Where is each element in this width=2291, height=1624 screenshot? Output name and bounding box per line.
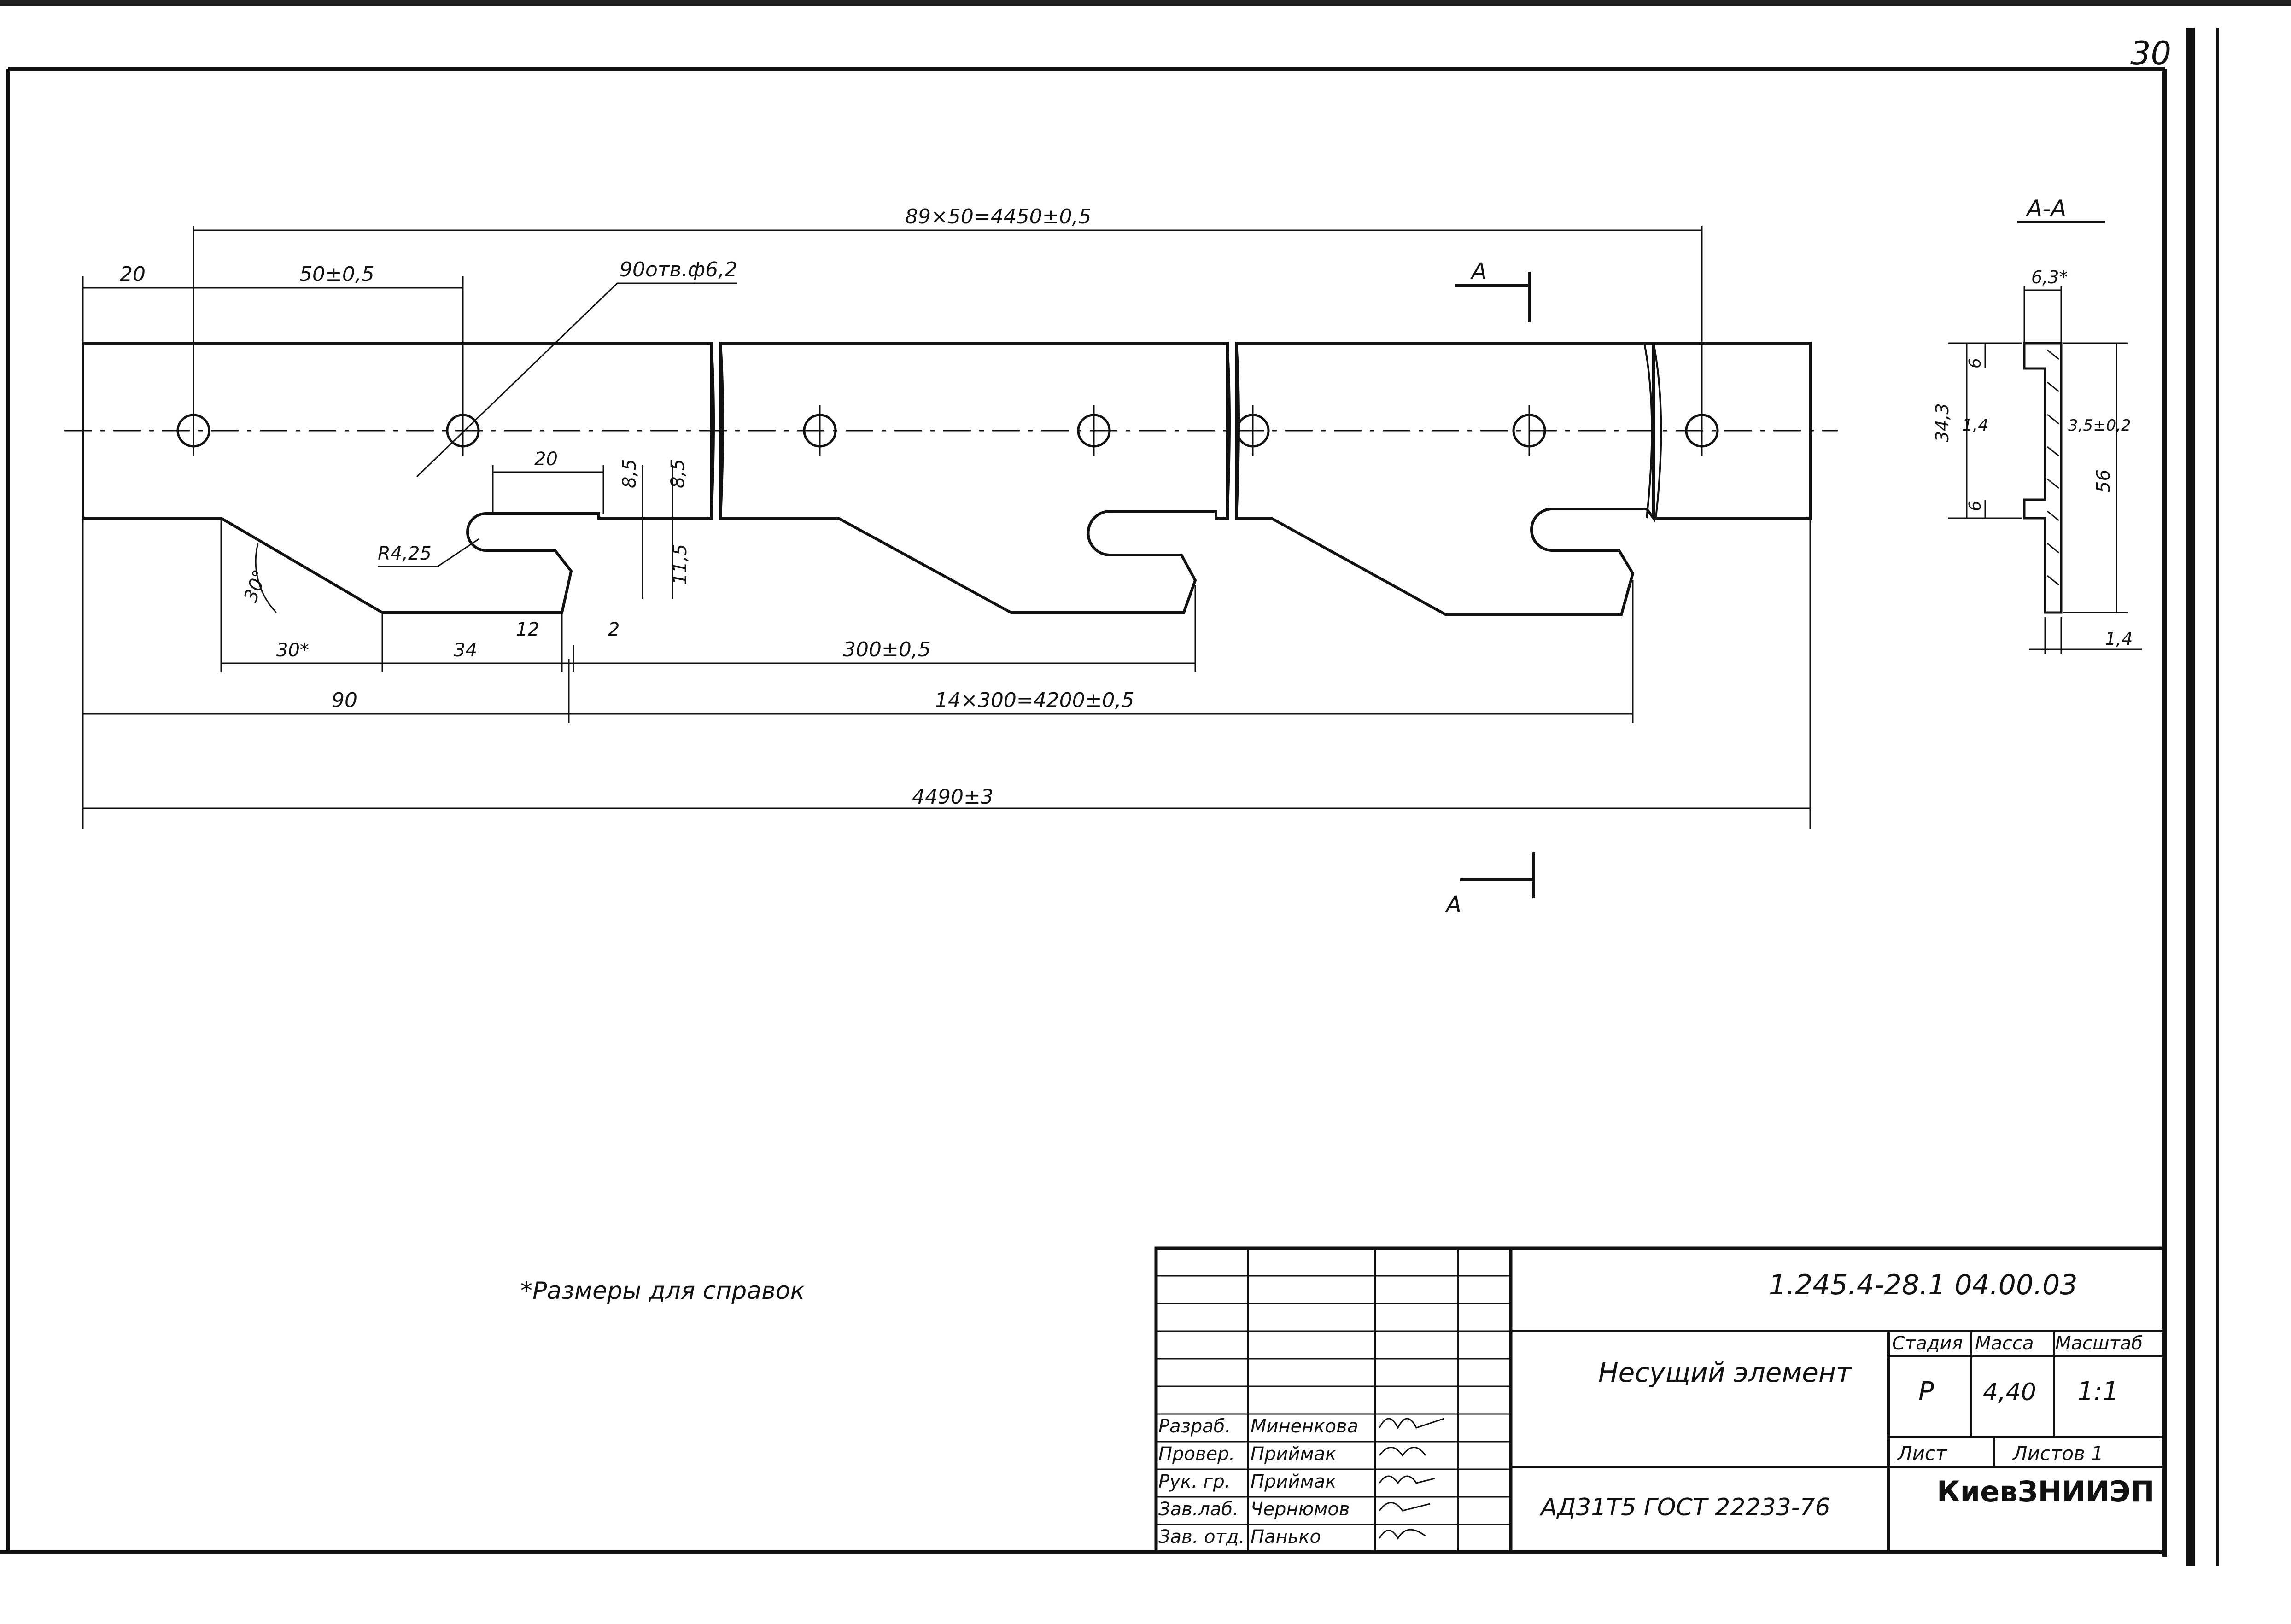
- dim-overall-length: 4490±3: [912, 785, 994, 809]
- signer-name-1: Миненкова: [1251, 1416, 1358, 1437]
- signer-role-5: Зав. отд.: [1158, 1526, 1245, 1548]
- dim-line-slot-width: [492, 465, 604, 514]
- signatures: [1379, 1418, 1444, 1540]
- dim-slot-step-a: 8,5: [619, 459, 640, 488]
- hole-center-marks: [193, 405, 1703, 456]
- dim-pitch-total: 89×50=4450±0,5: [905, 205, 1092, 228]
- leader-hole: [416, 282, 737, 478]
- signer-name-3: Приймак: [1251, 1471, 1336, 1492]
- dimensions: 89×50=4450±0,5 20 50±0,5 90отв.ф6,2 20 8…: [82, 205, 1811, 829]
- dim-notch-total: 14×300=4200±0,5: [935, 689, 1134, 712]
- signer-role-4: Зав.лаб.: [1158, 1499, 1239, 1520]
- dim-thickness-top: 6,3*: [2031, 267, 2068, 287]
- dim-12: 12: [516, 619, 539, 640]
- section-title: А-А: [2025, 195, 2066, 222]
- cut-label-bottom: А: [1445, 892, 1461, 917]
- cut-label-top: А: [1470, 258, 1487, 284]
- segment-2: [719, 342, 1229, 614]
- dim-line-notch-pitch: [573, 585, 1196, 672]
- title-block: Разраб. Миненкова Провер. Приймак Рук. г…: [1154, 1246, 2167, 1554]
- break-line-3: [1643, 343, 1662, 519]
- dim-slot-width: 20: [534, 449, 558, 470]
- section-profile: [2023, 342, 2063, 614]
- section-hatching: [2047, 349, 2059, 586]
- dim-line-pitch-total: [193, 226, 1703, 405]
- scan-top-edge: [0, 0, 2291, 6]
- dim-line-thickness-top: [2023, 286, 2062, 343]
- organization: КиевЗНИИЭП: [1937, 1475, 2155, 1508]
- material: АД31Т5 ГОСТ 22233-76: [1539, 1494, 1830, 1521]
- sheet-label: Лист: [1897, 1442, 1947, 1465]
- part-name: Несущий элемент: [1598, 1357, 1853, 1388]
- signer-name-4: Чернюмов: [1251, 1499, 1350, 1520]
- dim-slot-depth: 11,5: [670, 544, 691, 585]
- dim-6-top: 6: [1966, 358, 1985, 368]
- scale-header: Масштаб: [2055, 1333, 2143, 1354]
- dim-bevel-ref: 30*: [276, 640, 309, 661]
- leader-radius: [378, 538, 479, 567]
- stage-value: Р: [1918, 1377, 1934, 1407]
- break-line-1: [711, 343, 724, 519]
- dim-line-overall: [82, 520, 1811, 829]
- mass-value: 4,40: [1983, 1379, 2036, 1406]
- scale-value: 1:1: [2077, 1377, 2119, 1407]
- stage-header: Стадия: [1892, 1333, 1963, 1354]
- dim-line-left: [82, 276, 464, 405]
- dim-hole-pitch: 50±0,5: [299, 263, 374, 286]
- section-view: А-А 6,3* 34,3 6 6 1,4 3,5±0,2 56 1,4: [1932, 195, 2142, 654]
- cut-marker-bottom: [1460, 852, 1535, 898]
- cut-marker-top: [1455, 272, 1531, 322]
- signer-role-1: Разраб.: [1158, 1416, 1231, 1437]
- dim-thickness-bottom: 1,4: [2105, 629, 2133, 649]
- dim-height: 56: [2093, 469, 2114, 493]
- signer-role-2: Провер.: [1158, 1443, 1235, 1465]
- segment-3: [1235, 342, 1655, 616]
- signer-name-2: Приймак: [1251, 1443, 1336, 1465]
- dim-slot-radius: R4,25: [378, 543, 432, 564]
- dim-hole-callout: 90отв.ф6,2: [620, 258, 737, 281]
- doc-number: 1.245.4-28.1 04.00.03: [1769, 1269, 2078, 1301]
- dim-3-5: 3,5±0,2: [2068, 416, 2131, 435]
- dim-2: 2: [608, 619, 620, 640]
- signer-role-3: Рук. гр.: [1158, 1471, 1231, 1492]
- title-block-border: [1154, 1246, 2167, 1554]
- dim-line-notch-total: [83, 580, 1634, 723]
- dim-notch-pitch: 300±0,5: [843, 638, 931, 661]
- page-number: 30: [2130, 35, 2171, 72]
- dim-line-bottom-small: [220, 520, 594, 672]
- dim-1-4-mid: 1,4: [1962, 416, 1988, 435]
- dim-slot-step-b: 8,5: [667, 459, 689, 488]
- part-outline: [64, 342, 1838, 616]
- signature-grid: Разраб. Миненкова Провер. Приймак Рук. г…: [1156, 1248, 1511, 1552]
- dim-left-offset: 20: [120, 263, 146, 286]
- dim-line-thickness-bottom: [2029, 617, 2142, 654]
- dim-first-notch: 90: [332, 689, 357, 712]
- dim-lines-slot-vertical: [642, 465, 673, 599]
- segment-1: [82, 342, 713, 614]
- dim-34: 34: [454, 640, 477, 661]
- dim-lines-section-left: [1948, 342, 2022, 519]
- dim-6-bottom: 6: [1966, 501, 1985, 511]
- sheets-label: Листов 1: [2012, 1442, 2104, 1465]
- section-cut-markers: А А: [1445, 258, 1535, 917]
- angle-arc: [255, 543, 277, 613]
- dim-34-3: 34,3: [1932, 403, 1952, 442]
- signer-name-5: Панько: [1251, 1526, 1321, 1548]
- mass-header: Масса: [1975, 1333, 2034, 1354]
- reference-note: *Размеры для справок: [520, 1277, 805, 1305]
- dim-line-height: [2063, 342, 2128, 613]
